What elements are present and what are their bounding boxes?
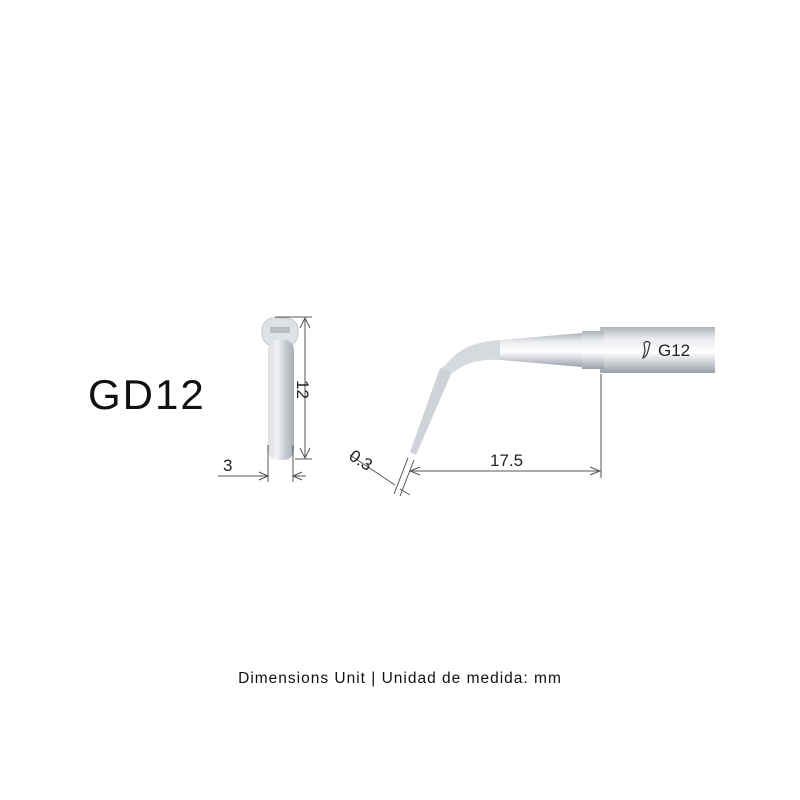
diameter-dim-line-2 <box>399 488 411 496</box>
arrow-icon <box>291 471 303 481</box>
arrow-icon <box>299 316 311 329</box>
tip-collar <box>582 331 604 369</box>
side-view <box>349 327 715 497</box>
length-value: 17.5 <box>490 451 524 470</box>
arrow-icon <box>258 471 270 481</box>
engraving-label: G12 <box>658 341 691 360</box>
model-label: GD12 <box>88 371 206 418</box>
tip-body <box>600 327 715 373</box>
tip-head-slot <box>270 327 290 333</box>
front-view <box>218 316 312 482</box>
tip-working-end <box>410 368 452 455</box>
width-value: 3 <box>223 456 233 475</box>
unit-note: Dimensions Unit | Unidad de medida: mm <box>238 670 562 687</box>
tip-bend <box>440 340 500 373</box>
bird-logo-icon <box>642 340 651 360</box>
tip-shank <box>500 333 582 367</box>
diameter-ext-line-1 <box>393 457 409 495</box>
height-value: 12 <box>293 380 312 399</box>
arrow-icon <box>589 466 602 476</box>
diameter-dim-line <box>349 454 396 486</box>
tip-blade <box>268 340 294 460</box>
arrow-icon <box>299 447 311 460</box>
